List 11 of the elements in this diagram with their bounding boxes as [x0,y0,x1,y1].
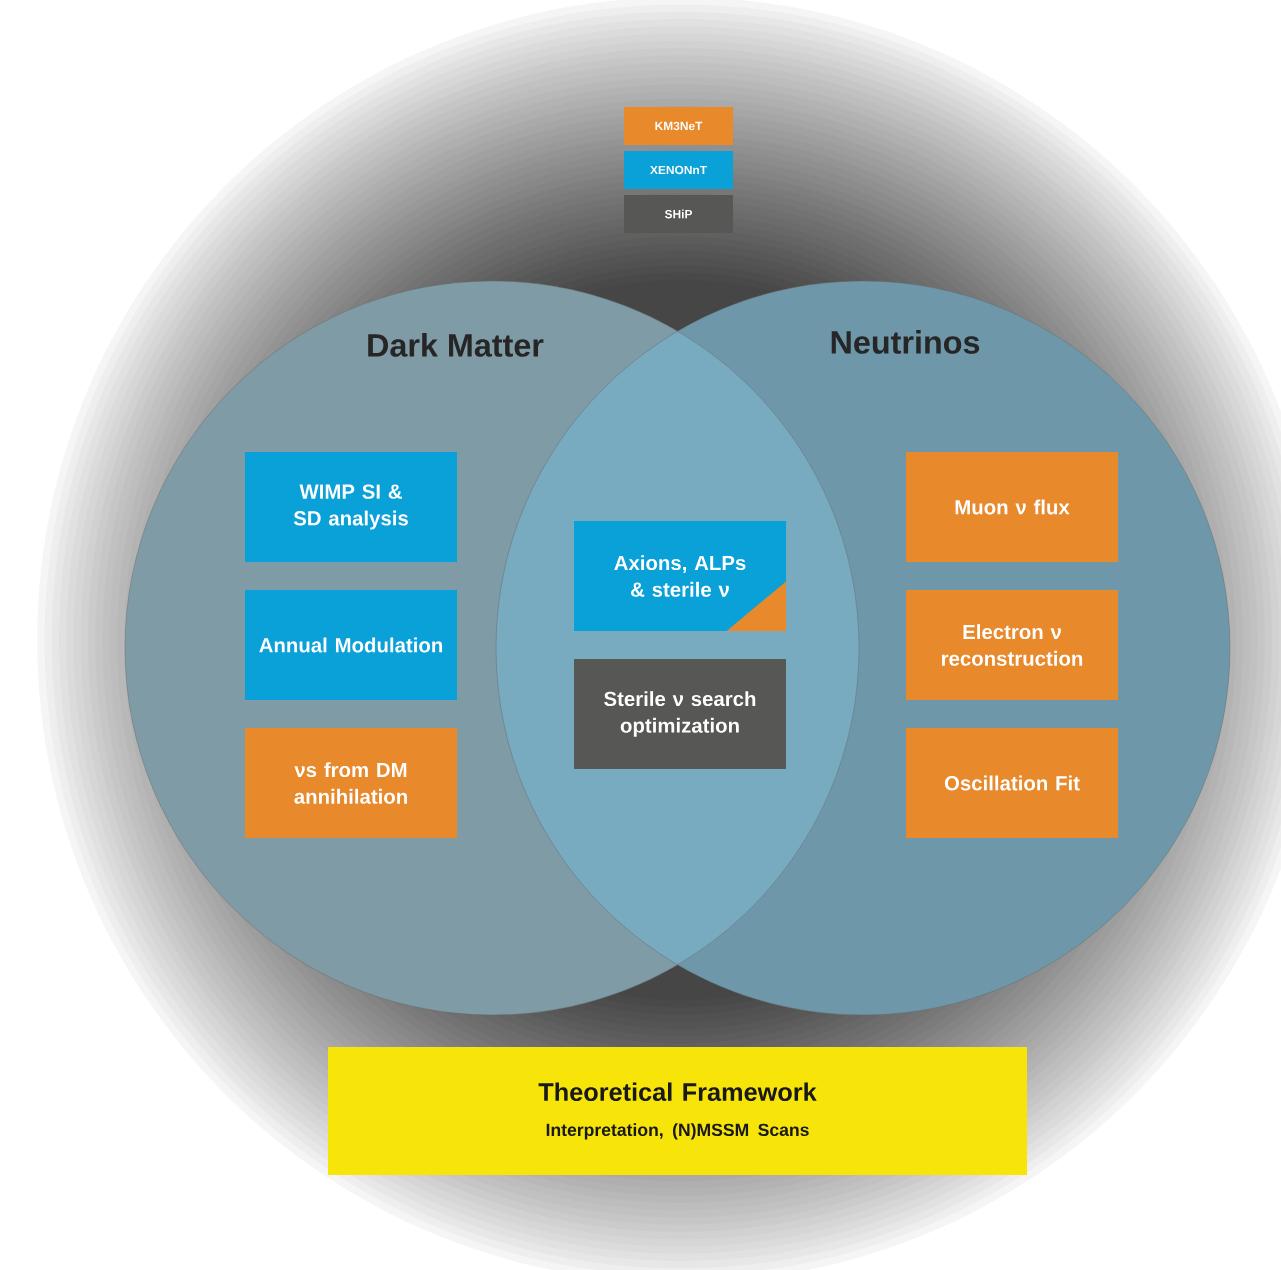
topic-box: Oscillation Fit [906,728,1118,838]
topic-box: WIMP SI & SD analysis [245,452,457,562]
topic-box: Muon ν flux [906,452,1118,562]
topic-box: Axions, ALPs & sterile ν [574,521,786,631]
framework-banner: Theoretical Framework Interpretation, (N)MSSM Scans [328,1047,1027,1175]
topic-box: Electron ν reconstruction [906,590,1118,700]
topic-box: Sterile ν search optimization [574,659,786,769]
circle-heading: Neutrinos [831,330,980,354]
topic-box: Annual Modulation [245,590,457,700]
topic-box: νs from DM annihilation [245,728,457,838]
circle-heading: Dark Matter [368,333,544,357]
